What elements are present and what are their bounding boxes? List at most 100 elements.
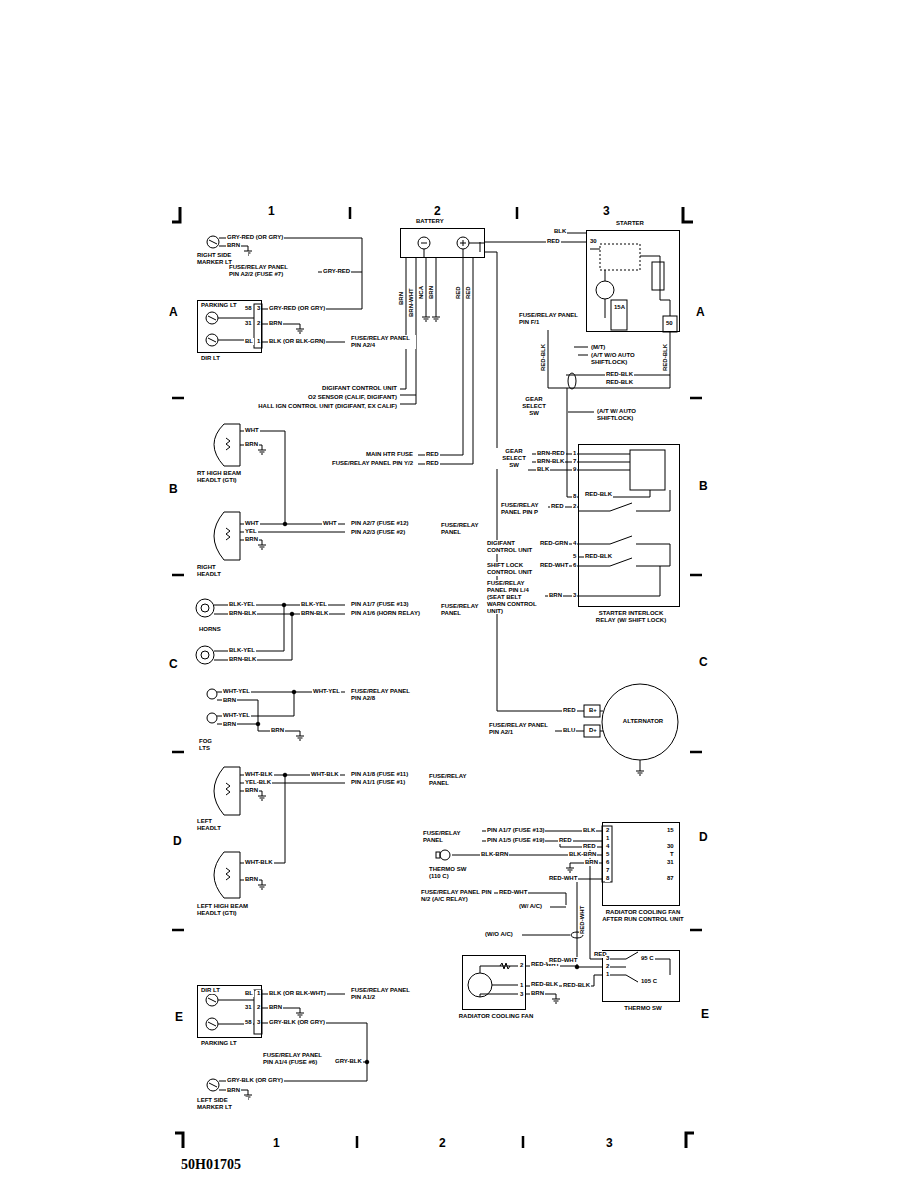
wire-label: WHT-BLK: [244, 859, 274, 866]
wiring-path: [660, 300, 670, 316]
grid-ticks: [172, 207, 702, 1148]
wiring-rect: [652, 262, 664, 290]
component-name: ALTERNATOR: [604, 718, 682, 725]
wire-label: BLK-BRN: [568, 851, 597, 858]
wire-label: GRY-BLK: [334, 1058, 363, 1065]
wire-label: 2: [256, 320, 261, 327]
wire-label: PIN A2/7 (FUSE #12): [350, 520, 409, 527]
wire-label: BRN-RED: [536, 450, 566, 457]
wire-label: FUSE/RELAY PANEL PIN F/1: [518, 312, 584, 326]
wiring-circle: [206, 334, 218, 346]
wire-label: 15A: [613, 304, 626, 311]
wire-label: 8: [605, 875, 610, 882]
wire-label: RED-BLK: [530, 981, 559, 988]
wiring-circle: [440, 850, 450, 860]
wire-label: 3: [572, 592, 577, 599]
wire-label: BRN: [226, 1087, 241, 1094]
wire-label: NCA: [418, 285, 425, 300]
wire-label: 8: [572, 493, 577, 500]
wire-label: THERMO SW (110 C): [428, 866, 470, 880]
wiring-use: [566, 863, 574, 872]
wiring-circle: [207, 1079, 219, 1091]
wire-label: WHT-YEL: [222, 688, 251, 695]
grid-reference: 2: [438, 1137, 447, 1150]
wiring-use: [552, 994, 560, 1003]
wire-label: SHIFT LOCK CONTROL UNIT: [486, 562, 538, 576]
component-name: DIR LT: [200, 355, 221, 362]
wiring-use: [296, 731, 304, 740]
wire-label: FUSE/RELAY PANEL PIN A2/1: [488, 722, 554, 736]
wire-label: BRN: [244, 876, 259, 883]
wiring-path: [469, 242, 485, 252]
wiring-circle: [206, 1018, 218, 1030]
wire-label: FUSE/RELAY PANEL PIN A1/4 (FUSE #6): [262, 1052, 334, 1066]
wire-label: BLK (OR BLK-WHT): [268, 990, 327, 997]
grid-reference: 1: [267, 205, 276, 218]
wiring-rect: [600, 244, 640, 270]
wire-label: BL: [244, 990, 254, 997]
wiring-path: [208, 998, 216, 1002]
wiring-path: [209, 240, 217, 244]
wiring-circle: [596, 281, 614, 299]
wire-label: WHT: [244, 520, 260, 527]
wire-label: BLK: [536, 466, 550, 473]
wire-label: BRN: [268, 320, 283, 327]
wiring-path: [240, 775, 285, 863]
wire-label: RED: [425, 460, 440, 467]
wire-label: BLK-YEL: [300, 601, 328, 608]
wire-label: 15: [666, 827, 675, 834]
wire-label: BRN: [268, 1004, 283, 1011]
wire-label: BRN: [222, 697, 237, 704]
wiring-rect: [254, 304, 262, 348]
wire-label: 87: [666, 875, 675, 882]
wire-label: 6: [572, 562, 577, 569]
wiring-path: [426, 258, 427, 312]
wire-label: 3: [605, 955, 610, 962]
wire-label: RED-BLK: [605, 379, 634, 386]
wire-label: 1: [256, 338, 261, 345]
grid-reference: 2: [433, 205, 442, 218]
wire-label: RED-BLK: [562, 982, 591, 989]
wire-label: RED-BLK: [662, 343, 669, 372]
wiring-circle: [256, 722, 260, 726]
wire-label: LEFT HIGH BEAM HEADLT (GTI): [196, 903, 258, 917]
wiring-circle: [206, 994, 218, 1006]
grid-reference: E: [174, 1011, 184, 1024]
wire-label: 1: [605, 971, 610, 978]
wire-label: BRN: [548, 592, 563, 599]
wire-label: FUSE/RELAY PANEL PIN A2/8: [350, 688, 416, 702]
wiring-use: [258, 540, 266, 549]
wire-label: 30: [589, 238, 598, 245]
wiring-rect: [630, 450, 665, 490]
wiring-path: [214, 852, 240, 898]
wiring-path: [522, 907, 570, 935]
wire-label: BLU: [562, 727, 576, 734]
wiring-path: [214, 424, 240, 466]
wiring-path: [226, 528, 230, 540]
wire-label: PIN A2/3 (FUSE #2): [350, 529, 406, 536]
frame-marks: [172, 207, 694, 1148]
component-name: BATTERY: [415, 218, 445, 225]
alternator-symbol: ALTERNATOR: [584, 684, 682, 762]
wire-label: BLK-YEL: [228, 601, 256, 608]
wiring-rect: [436, 852, 440, 858]
wiring-rect: [584, 705, 600, 717]
wiring-use: [258, 791, 266, 800]
wires: [196, 233, 678, 1099]
wire-label: BLK: [553, 228, 567, 235]
wire-label: 9: [572, 466, 577, 473]
wire-label: 1: [572, 450, 577, 457]
component-name: STARTER: [615, 220, 645, 227]
wire-label: PIN A1/7 (FUSE #13): [350, 601, 409, 608]
wire-label: BRN: [244, 787, 259, 794]
wiring-path: [578, 454, 630, 470]
wire-label: RED-WHT: [579, 905, 586, 935]
wire-label: FUSE/RELAY PANEL PIN A2/2 (FUSE #7): [228, 264, 300, 278]
wire-label: YEL: [244, 528, 258, 535]
wire-label: GRY-BLK (OR GRY): [226, 1077, 284, 1084]
wire-label: BRN: [398, 291, 405, 306]
wire-label: 5: [572, 553, 577, 560]
wire-label: GRY-RED (OR GRY): [226, 234, 284, 241]
wiring-rect: [663, 316, 677, 332]
